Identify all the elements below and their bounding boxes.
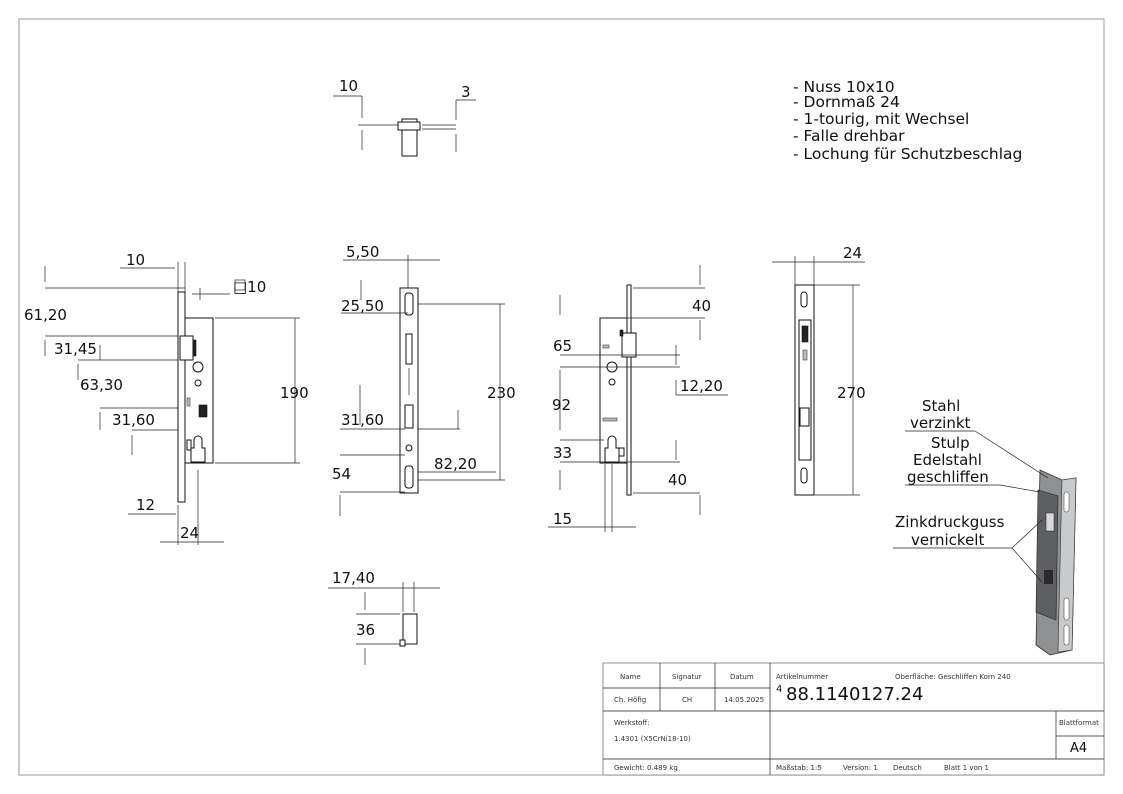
callout-zinc-line2: vernickelt xyxy=(911,531,984,549)
tb-language: Deutsch xyxy=(893,764,922,772)
callout-faceplate-line3: geschliffen xyxy=(907,468,989,486)
tb-weight: Gewicht: 0.489 kg xyxy=(614,764,678,772)
tb-scale: Maßstab: 1:5 xyxy=(776,764,822,772)
tb-signature: CH xyxy=(682,696,692,704)
isometric-render: Stahl verzinkt Stulp Edelstahl geschliff… xyxy=(893,397,1077,656)
tb-sheet: Blatt 1 von 1 xyxy=(944,764,989,772)
callout-zinc-line1: Zinkdruckguss xyxy=(895,513,1005,531)
dim-side-65: 65 xyxy=(553,337,572,355)
callout-steel-line1: Stahl xyxy=(922,397,960,415)
sheet-border xyxy=(18,18,1105,776)
note-throw: - 1-tourig, mit Wechsel xyxy=(793,110,969,128)
tb-signature-label: Signatur xyxy=(672,673,702,681)
dim-front-nut-size: □10 xyxy=(233,278,266,296)
title-block: Name Signatur Datum Ch. Höfig CH 14.05.2… xyxy=(602,662,1105,776)
dim-front-31-60: 31,60 xyxy=(112,411,155,429)
dim-side-92: 92 xyxy=(552,396,571,414)
dim-front-63-30: 63,30 xyxy=(80,376,123,394)
tb-article-number: 88.1140127.24 xyxy=(786,684,923,705)
tb-name: Ch. Höfig xyxy=(614,696,646,704)
strike-view: 24 270 xyxy=(772,244,866,496)
dim-front-12: 12 xyxy=(136,496,155,514)
dim-faceplate-82-20: 82,20 xyxy=(434,455,477,473)
dim-side-40-bottom: 40 xyxy=(668,471,687,489)
spec-notes: - Nuss 10x10 - Dornmaß 24 - 1-tourig, mi… xyxy=(793,78,1022,163)
dim-bottom-36: 36 xyxy=(356,621,375,639)
dim-front-height: 190 xyxy=(280,384,309,402)
dim-side-40-top: 40 xyxy=(692,297,711,315)
tb-material: 1.4301 (X5CrNi18-10) xyxy=(614,735,691,743)
dim-bottom-17-40: 17,40 xyxy=(332,569,375,587)
dim-faceplate-length: 230 xyxy=(487,384,516,402)
dim-strike-width: 24 xyxy=(843,244,862,262)
dim-front-nut-offset: 10 xyxy=(126,251,145,269)
bottom-view: 17,40 36 xyxy=(328,569,440,665)
note-holes: - Lochung für Schutzbeschlag xyxy=(793,145,1022,163)
dim-faceplate-25-50: 25,50 xyxy=(341,297,384,315)
side-view: 40 65 12,20 92 33 40 15 xyxy=(548,265,728,532)
dim-strike-length: 270 xyxy=(837,384,866,402)
tb-article-label: Artikelnummer xyxy=(776,673,828,681)
front-view: 10 □10 61,20 31,45 63,30 31,60 190 12 24 xyxy=(24,251,309,545)
tb-format: A4 xyxy=(1070,741,1087,756)
callout-faceplate-line1: Stulp xyxy=(931,434,970,452)
dim-faceplate-5-50: 5,50 xyxy=(346,243,379,261)
tb-surface: Oberfläche: Geschliffen Korn 240 xyxy=(895,673,1011,681)
dim-front-61-20: 61,20 xyxy=(24,306,67,324)
tb-material-label: Werkstoff: xyxy=(614,719,650,727)
tb-date-label: Datum xyxy=(730,673,754,681)
tb-name-label: Name xyxy=(620,673,641,681)
dim-front-31-45: 31,45 xyxy=(54,340,97,358)
dim-side-15: 15 xyxy=(553,510,572,528)
top-view: 10 3 xyxy=(333,77,476,157)
note-latch: - Falle drehbar xyxy=(793,127,905,145)
note-backset: - Dornmaß 24 xyxy=(793,93,900,111)
dim-top-width: 10 xyxy=(339,77,358,95)
tb-date: 14.05.2025 xyxy=(724,696,764,704)
callout-faceplate-line2: Edelstahl xyxy=(913,451,982,469)
tb-format-label: Blattformat xyxy=(1059,719,1099,727)
faceplate-view: 5,50 25,50 31,60 54 82,20 230 xyxy=(332,243,516,516)
dim-faceplate-54: 54 xyxy=(332,465,351,483)
dim-faceplate-31-60: 31,60 xyxy=(341,411,384,429)
note-nut: - Nuss 10x10 xyxy=(793,78,895,96)
dim-top-offset: 3 xyxy=(461,83,471,101)
callout-steel-line2: verzinkt xyxy=(910,414,971,432)
dim-side-12-20: 12,20 xyxy=(680,377,723,395)
dim-front-backset: 24 xyxy=(180,524,199,542)
dim-side-33: 33 xyxy=(553,444,572,462)
tb-version: Version: 1 xyxy=(843,764,878,772)
tb-article-prefix: 4 xyxy=(776,684,782,695)
